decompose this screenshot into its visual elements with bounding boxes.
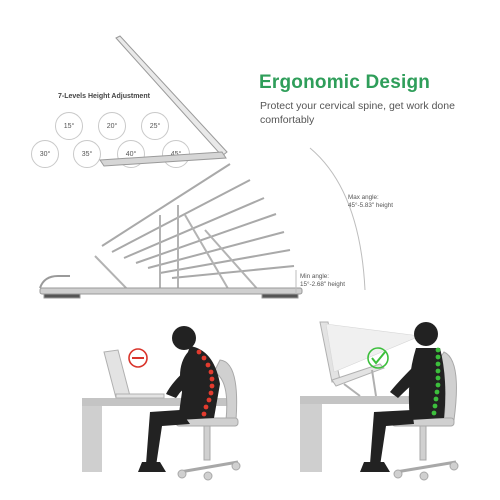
spine-dots-red bbox=[196, 349, 215, 417]
angle-circle-40: 40° bbox=[117, 140, 145, 168]
bad-posture-scene bbox=[82, 326, 241, 481]
checkmark-icon bbox=[367, 347, 389, 369]
levels-title: 7-Levels Height Adjustment bbox=[58, 93, 150, 100]
ergonomic-design-title: Ergonomic Design bbox=[259, 72, 431, 93]
laptop-icon bbox=[99, 35, 228, 167]
office-chair-icon bbox=[175, 359, 241, 481]
good-posture-scene bbox=[300, 321, 459, 481]
ergonomic-design-subtitle: Protect your cervical spine, get work do… bbox=[260, 100, 455, 126]
no-entry-icon bbox=[128, 348, 148, 368]
max-angle-note: Max angle: 45°-5.83" height bbox=[348, 194, 394, 209]
person-silhouette-upright bbox=[360, 322, 446, 472]
laptop-flat-icon bbox=[103, 349, 165, 399]
spine-dots-green bbox=[431, 347, 441, 416]
angle-circle-25: 25° bbox=[141, 112, 169, 140]
angle-circle-20: 20° bbox=[98, 112, 126, 140]
sight-line bbox=[325, 323, 422, 373]
angle-circle-35: 35° bbox=[73, 140, 101, 168]
min-angle-note: Min angle: 15°-2.68" height bbox=[300, 273, 346, 288]
angle-arc bbox=[309, 147, 366, 291]
stand-base bbox=[39, 275, 303, 299]
angle-circle-15: 15° bbox=[55, 112, 83, 140]
angle-circle-30: 30° bbox=[31, 140, 59, 168]
stand-support-legs bbox=[94, 205, 261, 293]
